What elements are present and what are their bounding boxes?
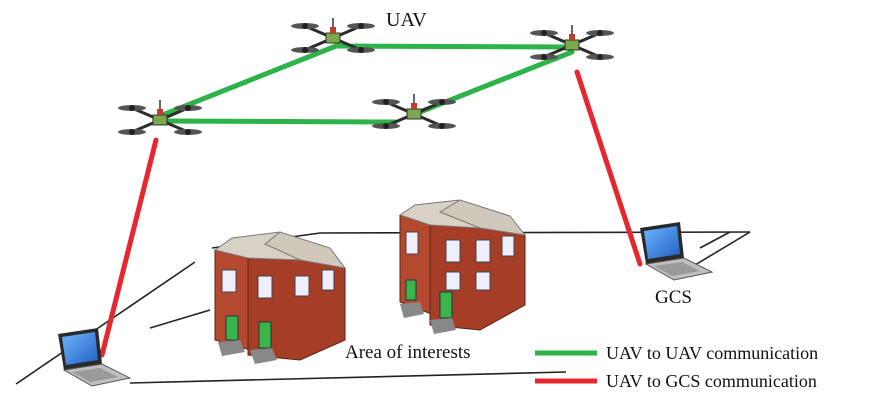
legend: UAV to UAV communication UAV to GCS comm… — [535, 343, 818, 391]
uav-3-icon — [528, 23, 616, 62]
laptop-left-icon — [57, 327, 131, 387]
building-right — [398, 199, 527, 334]
uav-4-icon — [370, 92, 458, 131]
uav-label: UAV — [386, 9, 427, 31]
legend-uav-to-uav: UAV to UAV communication — [606, 343, 818, 363]
uav-1-icon — [116, 98, 204, 137]
building-left — [213, 231, 347, 364]
gcs-label: GCS — [655, 287, 692, 308]
laptop-gcs-icon — [639, 221, 713, 281]
uav-to-gcs-links — [99, 69, 643, 358]
legend-uav-to-gcs: UAV to GCS communication — [606, 371, 817, 391]
uav-to-uav-links — [157, 43, 575, 125]
area-of-interests-label: Area of interests — [345, 342, 471, 363]
